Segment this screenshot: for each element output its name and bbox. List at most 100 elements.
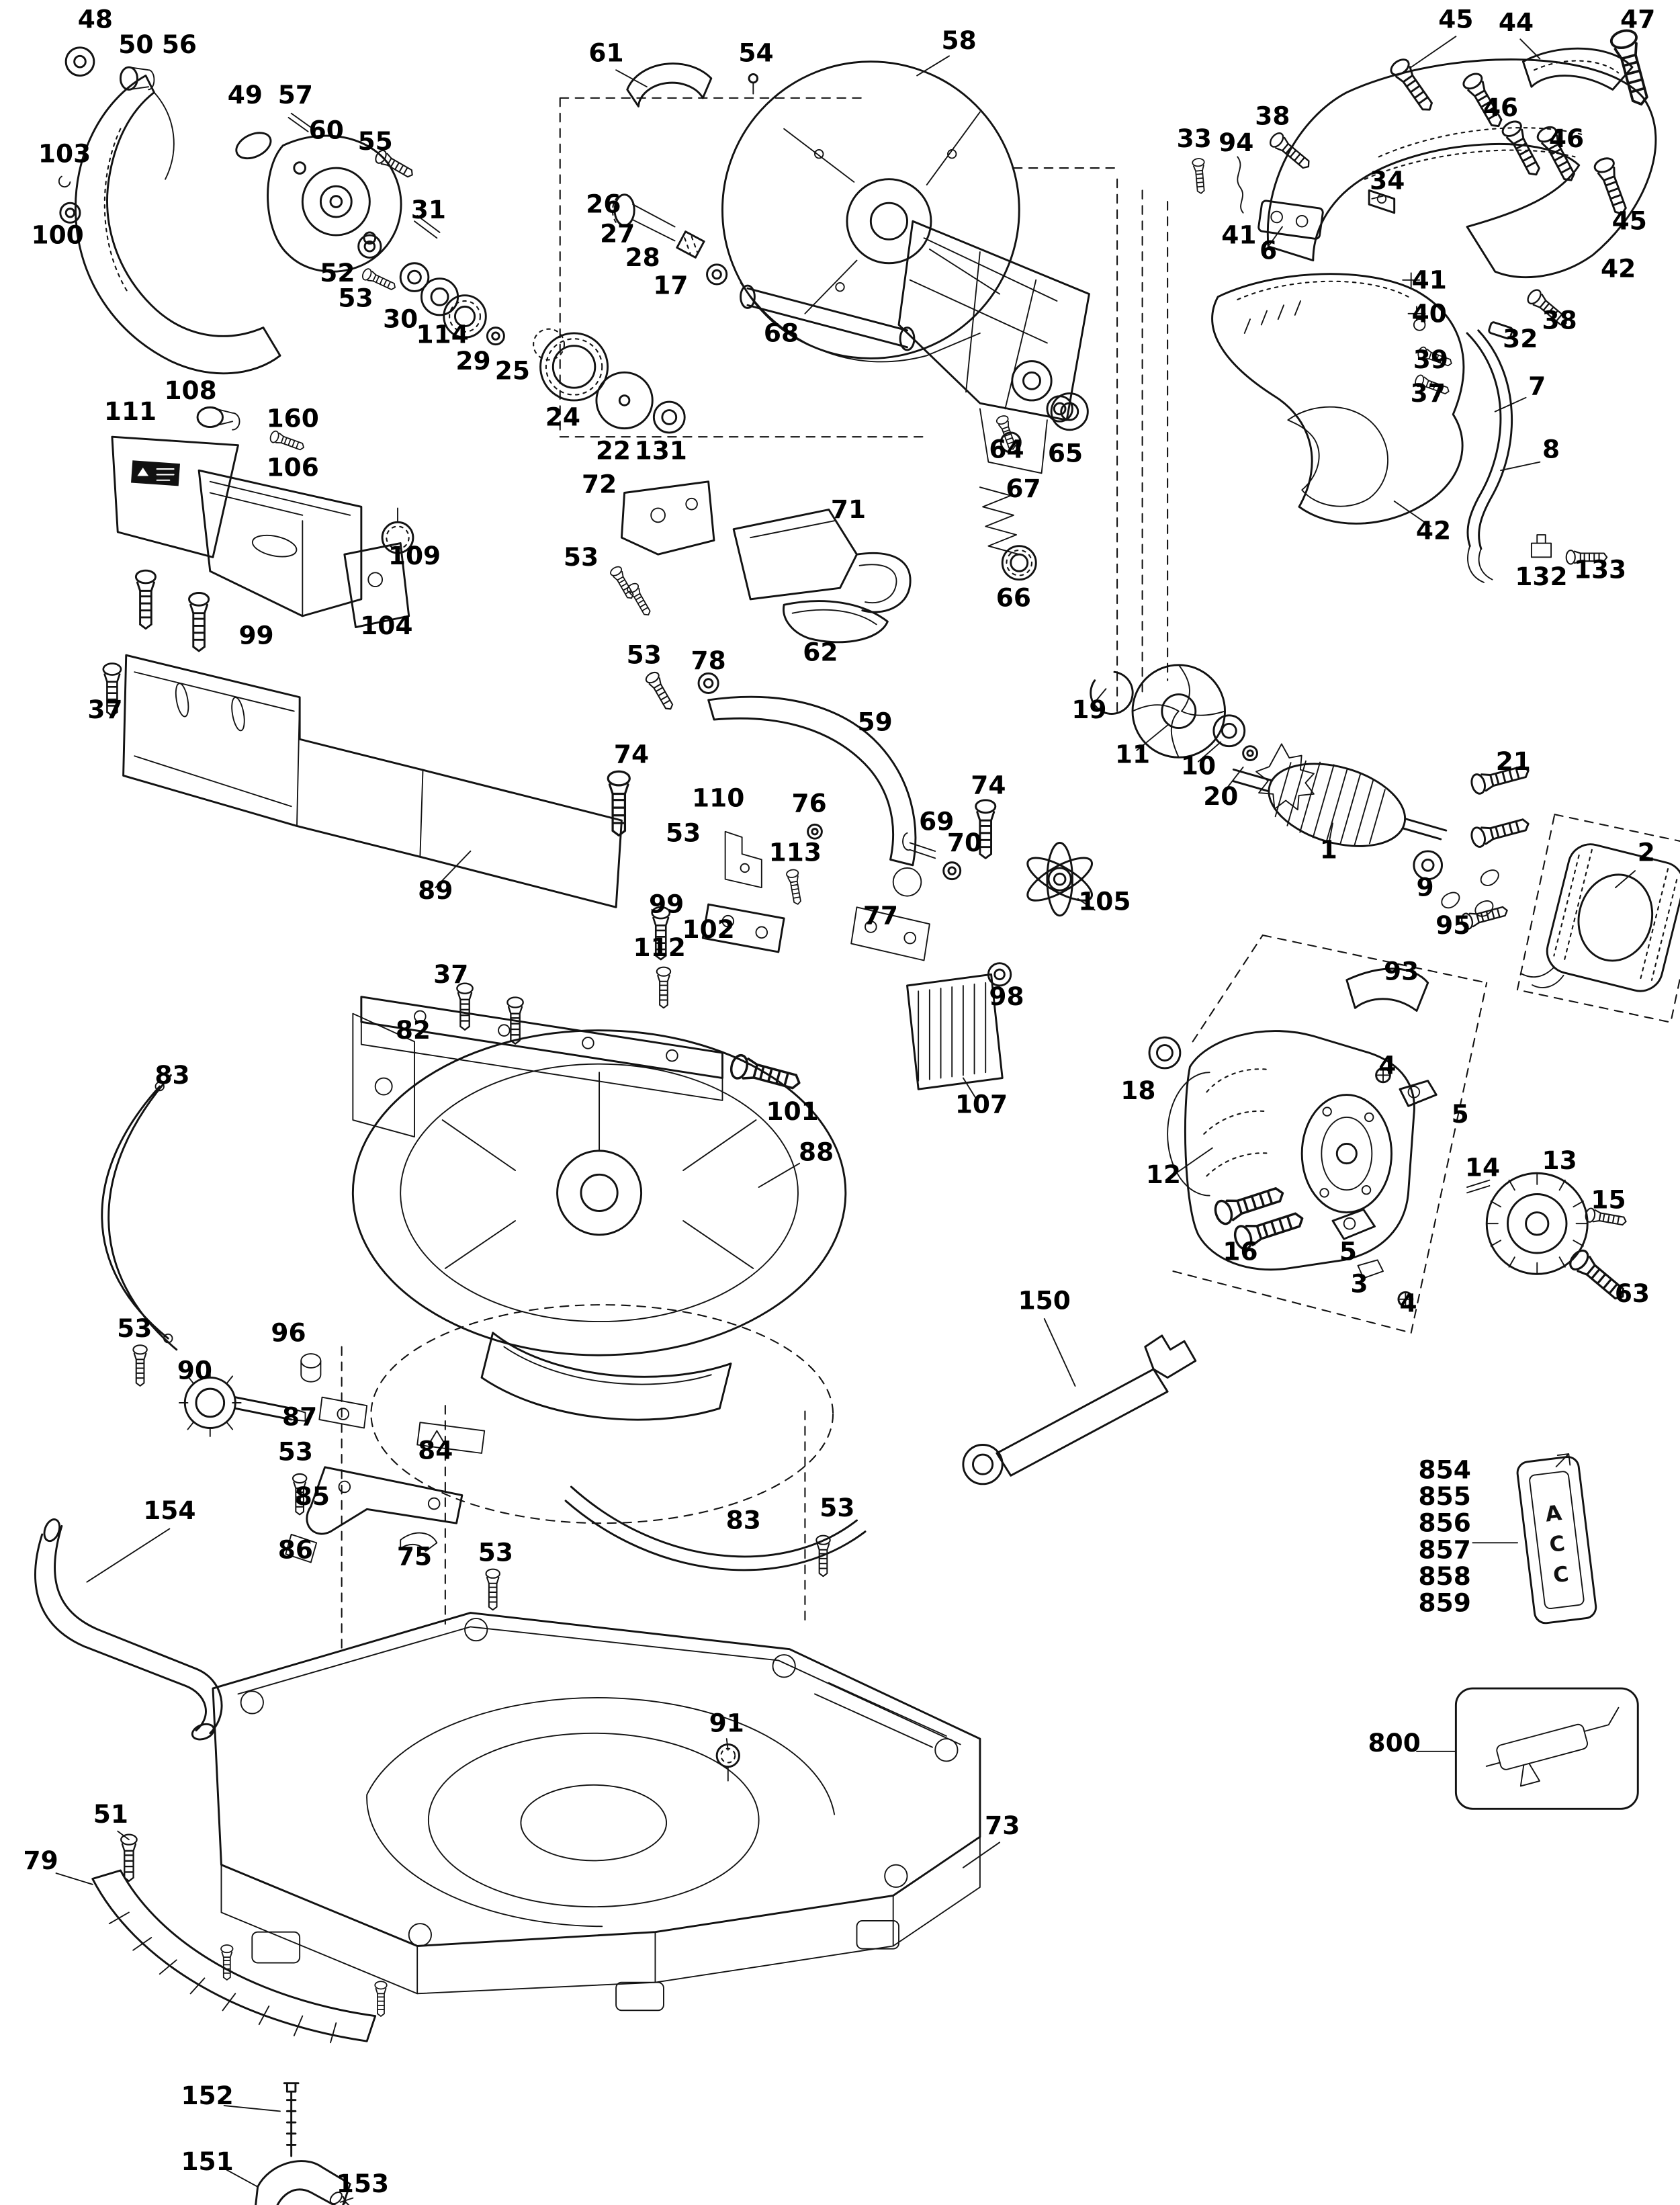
part-callout-40: 40 bbox=[1412, 298, 1447, 328]
part-callout-84: 84 bbox=[418, 1435, 453, 1465]
part-callout-50: 50 bbox=[118, 30, 153, 59]
part-callout-53: 53 bbox=[666, 818, 701, 847]
blade-guard bbox=[626, 60, 1090, 474]
gear-case bbox=[267, 134, 686, 434]
part-callout-132: 132 bbox=[1515, 562, 1567, 591]
part-callout-78: 78 bbox=[691, 646, 726, 675]
base bbox=[120, 1612, 981, 2012]
wrench bbox=[962, 1334, 1197, 1485]
part-callout-45: 45 bbox=[1612, 206, 1647, 236]
fan-baffle bbox=[1090, 664, 1258, 761]
clamp-bracket bbox=[255, 2082, 367, 2205]
part-callout-856: 856 bbox=[1419, 1508, 1471, 1538]
part-callout-75: 75 bbox=[397, 1542, 432, 1571]
part-callout-95: 95 bbox=[1435, 910, 1470, 940]
armature-field bbox=[1232, 743, 1680, 992]
part-callout-67: 67 bbox=[1006, 474, 1041, 503]
part-callout-77: 77 bbox=[863, 900, 898, 930]
part-callout-114: 114 bbox=[416, 320, 469, 349]
part-callout-33: 33 bbox=[1177, 124, 1212, 153]
part-callout-1: 1 bbox=[1320, 834, 1337, 864]
turntable bbox=[101, 1029, 867, 1611]
part-callout-133: 133 bbox=[1574, 555, 1626, 585]
part-callout-62: 62 bbox=[803, 638, 838, 667]
part-callout-86: 86 bbox=[278, 1534, 313, 1564]
part-callout-93: 93 bbox=[1384, 957, 1419, 986]
part-callout-79: 79 bbox=[24, 1846, 58, 1875]
fence-left bbox=[102, 406, 414, 717]
part-callout-10: 10 bbox=[1181, 750, 1216, 780]
part-callout-41: 41 bbox=[1221, 220, 1256, 250]
part-callout-13: 13 bbox=[1542, 1145, 1577, 1175]
part-callout-53: 53 bbox=[338, 283, 373, 312]
part-callout-98: 98 bbox=[989, 982, 1024, 1011]
part-callout-104: 104 bbox=[360, 611, 412, 640]
part-callout-99: 99 bbox=[649, 890, 684, 919]
part-callout-53: 53 bbox=[278, 1436, 313, 1466]
part-callout-19: 19 bbox=[1071, 695, 1106, 724]
part-callout-30: 30 bbox=[383, 304, 418, 334]
part-callout-89: 89 bbox=[418, 875, 453, 905]
part-callout-53: 53 bbox=[117, 1313, 152, 1343]
part-callout-855: 855 bbox=[1419, 1481, 1471, 1511]
part-callout-55: 55 bbox=[358, 126, 393, 156]
part-callout-21: 21 bbox=[1496, 746, 1531, 776]
part-callout-12: 12 bbox=[1146, 1160, 1181, 1189]
part-callout-7: 7 bbox=[1528, 372, 1546, 401]
part-callout-857: 857 bbox=[1419, 1534, 1471, 1564]
fence-long bbox=[122, 654, 631, 908]
part-callout-42: 42 bbox=[1416, 515, 1451, 545]
diagram-art: A C C bbox=[34, 26, 1680, 2205]
part-callout-150: 150 bbox=[1018, 1285, 1071, 1315]
part-callout-46: 46 bbox=[1549, 124, 1584, 153]
part-callout-64: 64 bbox=[989, 434, 1024, 464]
part-callout-3: 3 bbox=[1351, 1268, 1368, 1298]
part-callout-53: 53 bbox=[564, 542, 599, 572]
part-callout-102: 102 bbox=[682, 914, 734, 944]
miter-lock bbox=[179, 1353, 486, 1563]
part-callout-108: 108 bbox=[164, 376, 216, 405]
part-callout-28: 28 bbox=[625, 243, 660, 272]
part-callout-38: 38 bbox=[1255, 101, 1290, 130]
part-callout-34: 34 bbox=[1370, 165, 1405, 195]
part-callout-37: 37 bbox=[87, 695, 122, 724]
part-callout-71: 71 bbox=[831, 494, 866, 524]
part-callout-59: 59 bbox=[858, 707, 893, 737]
part-callout-113: 113 bbox=[769, 838, 822, 867]
part-callout-111: 111 bbox=[104, 396, 157, 426]
part-callout-16: 16 bbox=[1223, 1236, 1257, 1266]
part-callout-151: 151 bbox=[181, 2147, 233, 2176]
carry-handle bbox=[34, 1518, 223, 1741]
lubricant-icon bbox=[1454, 1687, 1639, 1810]
part-callout-38: 38 bbox=[1542, 306, 1577, 335]
part-callout-96: 96 bbox=[271, 1317, 306, 1347]
part-callout-153: 153 bbox=[337, 2169, 389, 2198]
fence-mount-bar bbox=[352, 982, 723, 1137]
part-callout-107: 107 bbox=[955, 1090, 1008, 1119]
part-callout-83: 83 bbox=[726, 1506, 761, 1535]
part-callout-51: 51 bbox=[93, 1799, 128, 1829]
part-callout-100: 100 bbox=[32, 220, 84, 250]
part-callout-101: 101 bbox=[766, 1096, 819, 1126]
part-callout-99: 99 bbox=[238, 621, 273, 650]
pivot-linkage bbox=[644, 669, 1093, 1096]
part-callout-53: 53 bbox=[478, 1537, 513, 1567]
part-callout-103: 103 bbox=[38, 139, 91, 169]
part-callout-73: 73 bbox=[985, 1811, 1020, 1840]
kerf-plate bbox=[91, 1869, 388, 2044]
part-callout-110: 110 bbox=[692, 783, 744, 812]
part-callout-83: 83 bbox=[154, 1060, 189, 1090]
part-callout-14: 14 bbox=[1465, 1152, 1500, 1182]
accessory-book-icon: A C C bbox=[1516, 1453, 1597, 1625]
part-callout-160: 160 bbox=[267, 404, 319, 433]
part-callout-56: 56 bbox=[162, 30, 197, 59]
part-callout-53: 53 bbox=[627, 640, 662, 670]
part-callout-88: 88 bbox=[799, 1137, 834, 1166]
handle-assembly bbox=[1191, 26, 1657, 583]
part-callout-47: 47 bbox=[1620, 5, 1655, 34]
part-callout-76: 76 bbox=[792, 789, 827, 818]
part-callout-154: 154 bbox=[143, 1496, 195, 1525]
part-callout-22: 22 bbox=[596, 435, 631, 465]
